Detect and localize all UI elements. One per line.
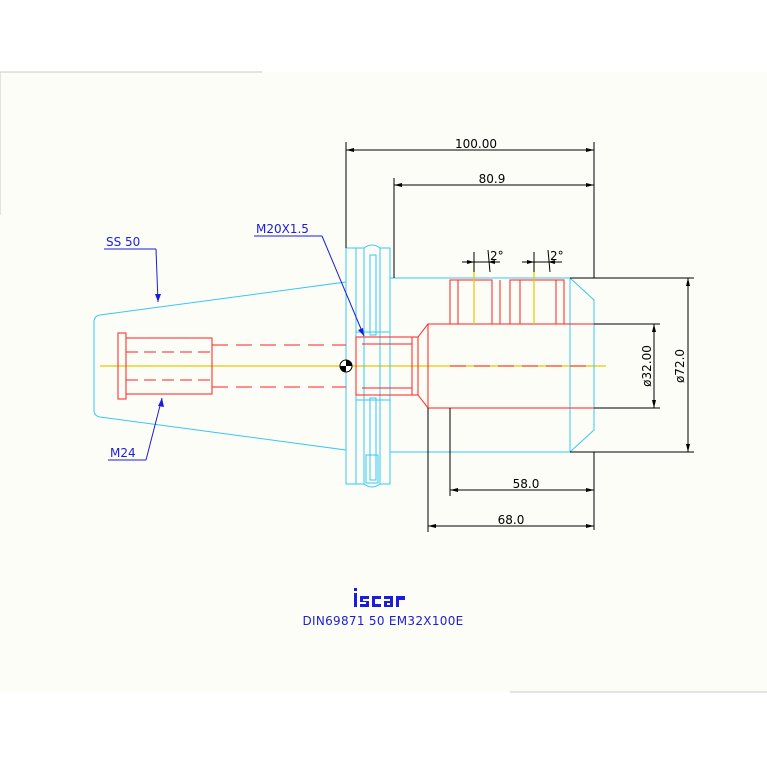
dim-angle-right-text: 2°: [550, 249, 564, 263]
dim-angle-right: 2°: [522, 249, 564, 273]
bore: [417, 279, 594, 409]
dim-angle-left: 2°: [462, 249, 504, 273]
rear-thread-m24: [117, 332, 346, 400]
label-front-thread-text: M20X1.5: [256, 222, 309, 236]
gauge-point-marker: [339, 359, 353, 373]
dim-body-length-text: 80.9: [479, 172, 506, 186]
tool-body: [390, 277, 595, 453]
dim-bore-depth: 58.0: [449, 408, 595, 530]
front-thread-m20: [355, 336, 419, 396]
dim-clamp-length: 68.0: [427, 408, 594, 532]
label-taper: SS 50: [104, 235, 161, 303]
taper-shank: [93, 281, 347, 451]
dim-clamp-length-text: 68.0: [498, 513, 525, 527]
dim-outer-diameter-text: ø72.0: [673, 349, 687, 383]
label-rear-thread: M24: [108, 397, 164, 461]
dim-overall-length: 100.00: [345, 137, 595, 278]
label-taper-text: SS 50: [106, 235, 140, 249]
dim-angle-left-text: 2°: [490, 249, 504, 263]
part-number: DIN69871 50 EM32X100E: [302, 614, 463, 628]
flange: [345, 244, 391, 488]
dim-outer-diameter: ø72.0: [570, 277, 694, 453]
dim-body-length: 80.9: [393, 172, 594, 278]
dim-overall-length-text: 100.00: [455, 137, 497, 151]
dim-bore-diameter-text: ø32.00: [640, 345, 654, 387]
dim-bore-depth-text: 58.0: [513, 477, 540, 491]
drawing-sheet: [0, 72, 767, 692]
dim-bore-diameter: ø32.00: [594, 323, 660, 409]
label-front-thread: M20X1.5: [254, 222, 365, 337]
label-rear-thread-text: M24: [110, 446, 136, 460]
iscar-logo: [354, 588, 405, 607]
